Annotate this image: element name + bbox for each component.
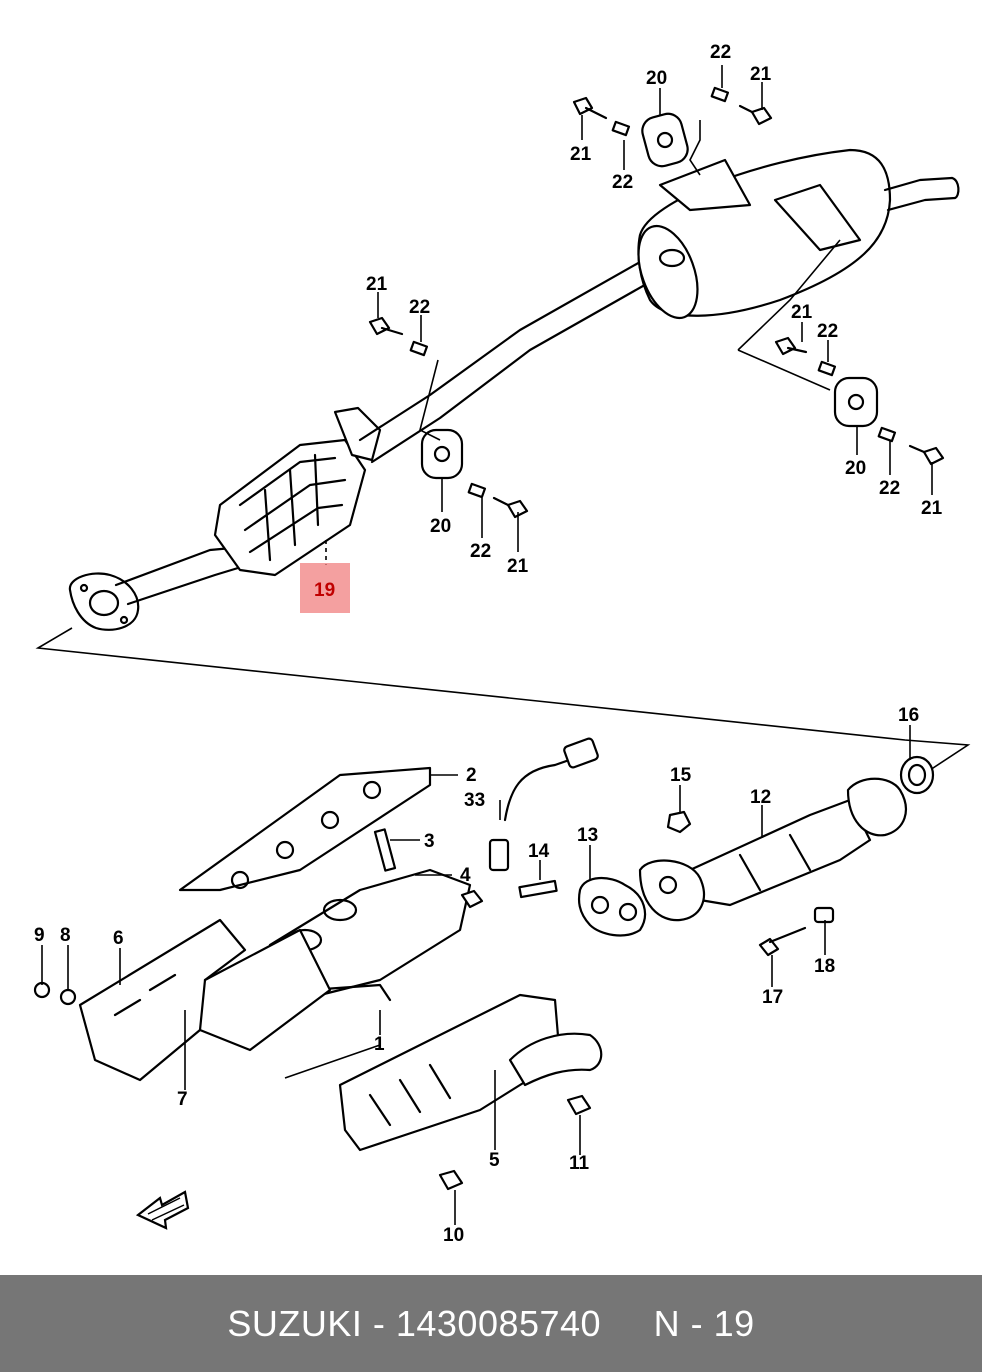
callout-22: 22 [470, 541, 491, 562]
callout-21: 21 [750, 64, 772, 85]
callout-22: 22 [817, 321, 838, 342]
callout-13: 13 [577, 825, 598, 846]
callout-21: 21 [570, 144, 592, 165]
exhaust-system-diagram: 20 22 21 21 22 21 22 20 22 21 21 22 20 2… [33, 42, 971, 1246]
front-arrow-icon [135, 1190, 190, 1230]
callout-7: 7 [177, 1089, 188, 1110]
callout-1: 1 [374, 1034, 385, 1055]
rubber-hanger-top [641, 112, 689, 168]
callout-22: 22 [409, 297, 430, 318]
callout-9: 9 [34, 925, 45, 946]
callout-8: 8 [60, 925, 71, 946]
highlight-box-19 [300, 563, 350, 613]
callout-4: 4 [460, 865, 471, 886]
callout-17: 17 [762, 987, 783, 1008]
callout-14: 14 [528, 841, 550, 862]
callout-6: 6 [113, 928, 124, 949]
callout-18: 18 [814, 956, 835, 977]
callout-20: 20 [646, 68, 667, 89]
callout-12: 12 [750, 787, 771, 808]
rubber-hanger-right [833, 376, 879, 428]
footer-bar: SUZUKI - 1430085740 N - 19 [0, 1275, 982, 1372]
callout-10: 10 [443, 1225, 464, 1246]
callout-labels: 20 22 21 21 22 21 22 20 22 21 21 22 20 2… [34, 42, 943, 1246]
callout-21: 21 [791, 302, 813, 323]
callout-22: 22 [612, 172, 633, 193]
callout-22: 22 [710, 42, 731, 63]
callout-15: 15 [670, 765, 692, 786]
callout-11: 11 [569, 1153, 590, 1174]
part-caption: SUZUKI - 1430085740 N - 19 [227, 1302, 755, 1344]
callout-22: 22 [879, 478, 900, 499]
callout-21: 21 [921, 498, 943, 519]
callout-21: 21 [366, 274, 388, 295]
callout-19-highlighted: 19 [314, 580, 335, 601]
callout-16: 16 [898, 705, 919, 726]
callout-2: 2 [466, 765, 477, 786]
bolts-and-pins [368, 86, 945, 519]
assembly-connector-line [35, 627, 971, 771]
callout-33: 33 [464, 790, 485, 811]
rubber-hanger-middle [420, 428, 464, 480]
callout-20: 20 [430, 516, 451, 537]
callout-20: 20 [845, 458, 866, 479]
upper-exhaust-assembly [68, 65, 960, 631]
lower-exhaust-assembly [33, 725, 935, 1225]
callout-5: 5 [489, 1150, 500, 1171]
callout-3: 3 [424, 831, 435, 852]
callout-21: 21 [507, 556, 529, 577]
